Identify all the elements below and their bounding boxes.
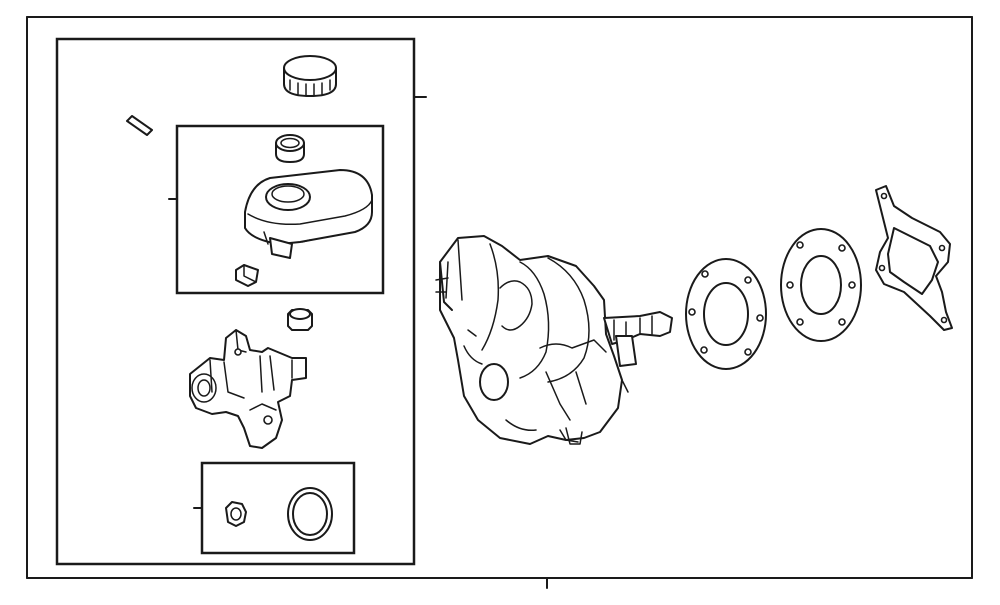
reservoir-cap-icon (283, 55, 337, 97)
gasket-round-2-icon (780, 228, 862, 342)
grommet-icon (275, 134, 305, 163)
nut-icon (287, 308, 313, 331)
o-ring-icon (287, 487, 333, 541)
gasket-round-1-icon (685, 258, 767, 370)
connector-icon (235, 264, 259, 287)
pin-icon (126, 115, 153, 136)
brake-booster-icon (435, 235, 673, 445)
gasket-square-icon (875, 185, 953, 331)
reservoir-icon (244, 169, 373, 259)
kit-box (55, 37, 427, 566)
seal-nut-icon (225, 501, 247, 527)
seal-kit-box (193, 461, 356, 555)
master-cylinder-icon (189, 329, 307, 449)
outer-border (26, 16, 973, 589)
reservoir-kit-box (168, 124, 385, 295)
